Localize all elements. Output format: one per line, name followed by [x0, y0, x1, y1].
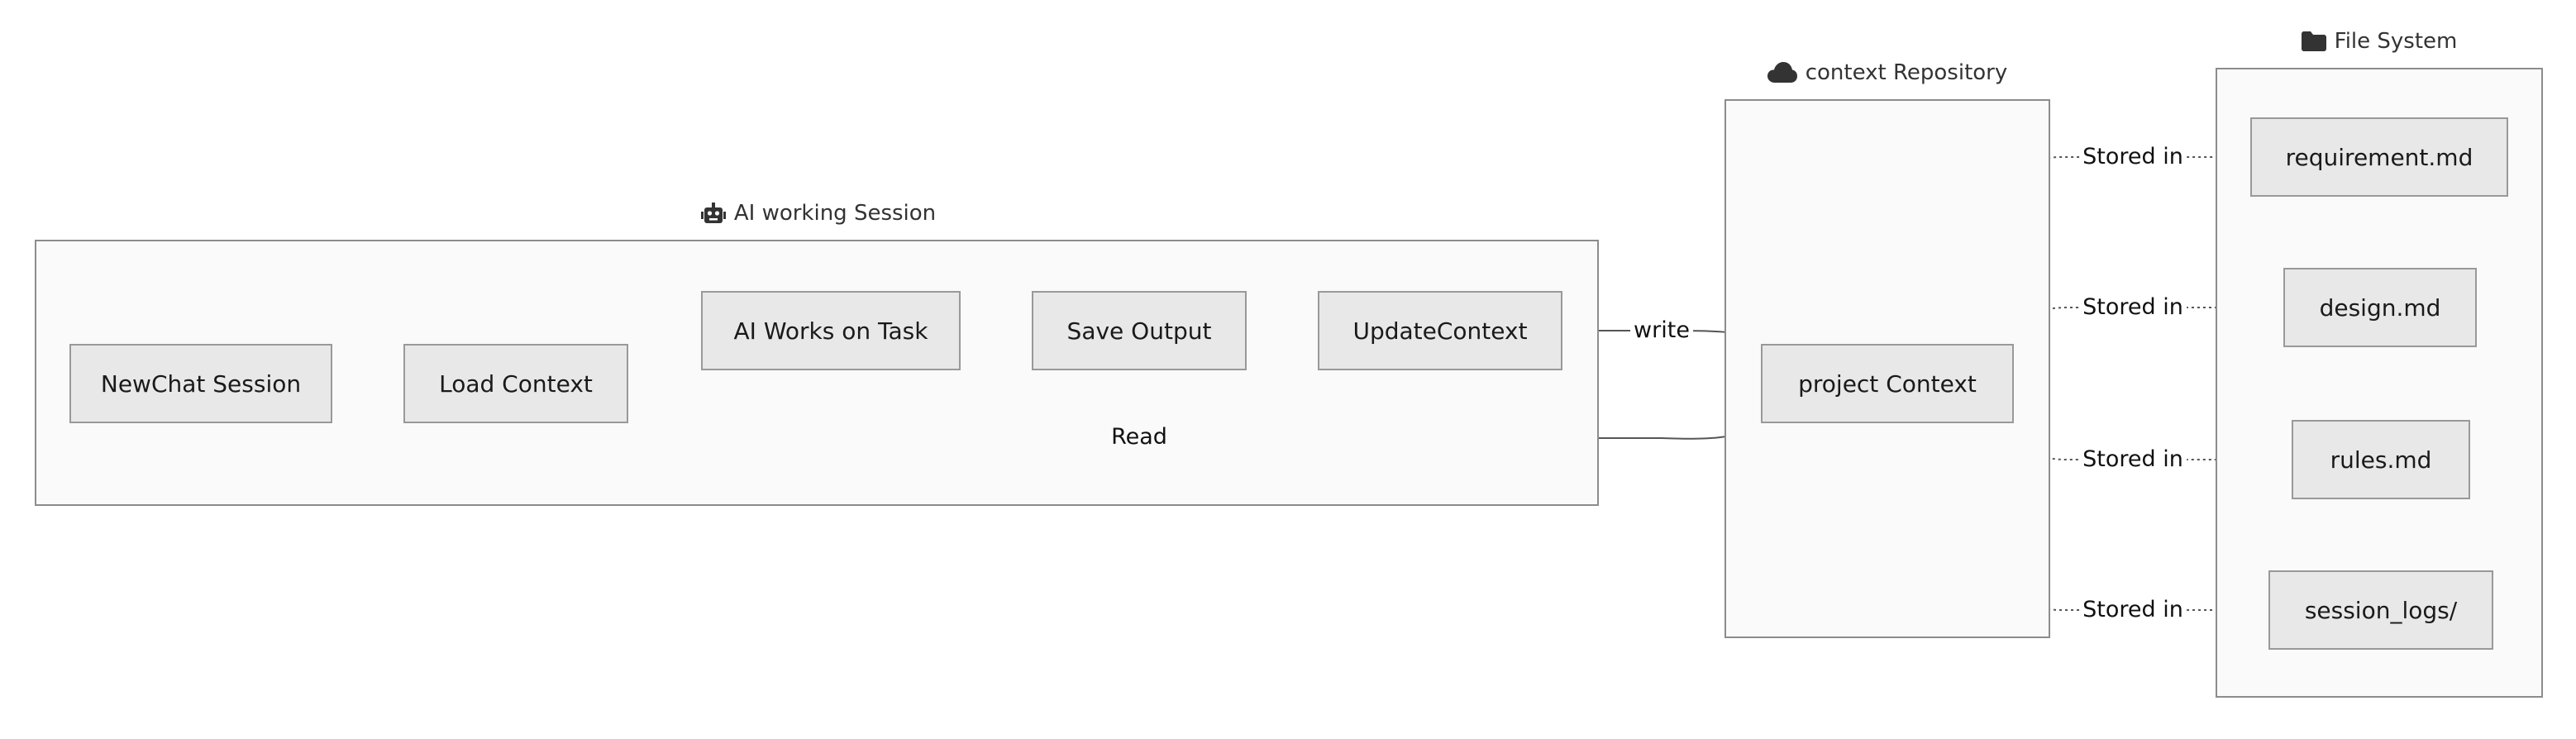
- file-system-title: File System: [2216, 25, 2543, 58]
- ai-works-on-task-node[interactable]: AI Works on Task: [701, 291, 961, 370]
- session-logs-node[interactable]: session_logs/: [2268, 570, 2493, 650]
- ai-working-session-title: AI working Session: [620, 197, 1017, 230]
- folder-icon: [2301, 31, 2326, 51]
- rules-md-node[interactable]: rules.md: [2292, 420, 2470, 499]
- requirement-md-node[interactable]: requirement.md: [2250, 117, 2508, 197]
- edge-label-stored-in: Stored in: [2079, 293, 2187, 322]
- ai-working-session-cluster: [35, 240, 1599, 506]
- save-output-node[interactable]: Save Output: [1032, 291, 1247, 370]
- edge-label-stored-in: Stored in: [2079, 595, 2187, 625]
- newchat-session-node[interactable]: NewChat Session: [69, 344, 332, 423]
- ai-working-session-label: AI working Session: [733, 201, 937, 226]
- project-context-node[interactable]: project Context: [1761, 344, 2014, 423]
- context-repository-title: context Repository: [1703, 56, 2072, 89]
- cloud-icon: [1767, 62, 1797, 83]
- edge-label-stored-in: Stored in: [2079, 142, 2187, 172]
- design-md-node[interactable]: design.md: [2283, 268, 2477, 347]
- edge-label-write: write: [1630, 316, 1693, 346]
- updatecontext-node[interactable]: UpdateContext: [1318, 291, 1562, 370]
- robot-icon: [700, 203, 726, 223]
- edge-label-stored-in: Stored in: [2079, 445, 2187, 474]
- context-repository-label: context Repository: [1805, 60, 2008, 85]
- file-system-label: File System: [2334, 29, 2458, 54]
- load-context-node[interactable]: Load Context: [403, 344, 628, 423]
- edge-label-read: Read: [1108, 422, 1171, 452]
